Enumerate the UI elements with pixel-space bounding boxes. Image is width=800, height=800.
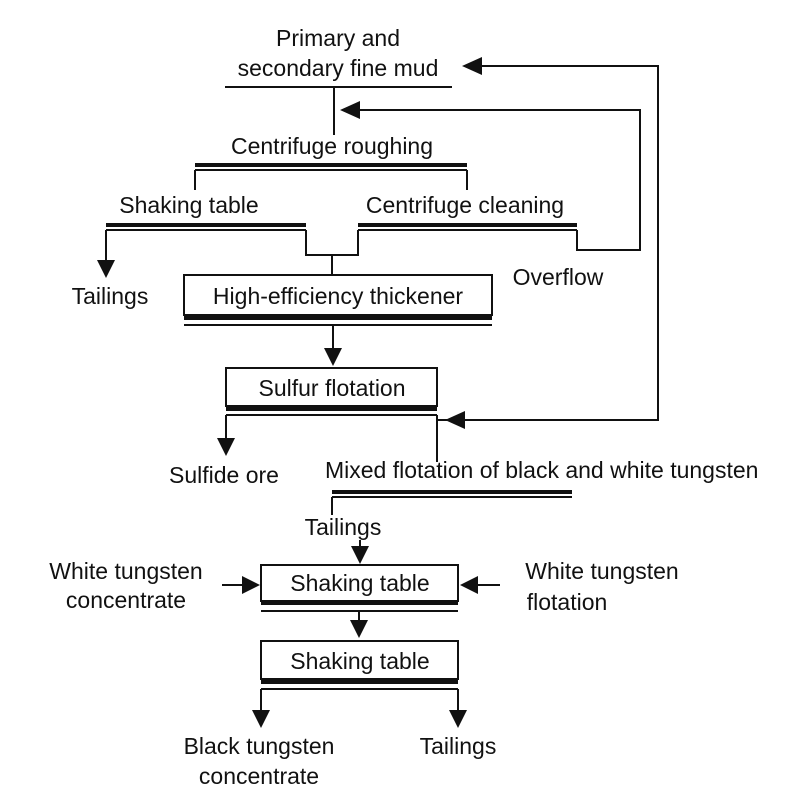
centrifuge-roughing-bar bbox=[195, 163, 467, 167]
black-concentrate-label-line1: Black tungsten bbox=[183, 733, 335, 759]
to-sulfur-arrow bbox=[324, 348, 342, 366]
to-shaking-2-arrow bbox=[351, 546, 369, 564]
sulfur-recycle-arrow bbox=[445, 411, 465, 429]
overflow-label: Overflow bbox=[512, 264, 604, 290]
tailings-2-label: Tailings bbox=[304, 514, 382, 540]
sulfur-flotation-bar bbox=[226, 406, 437, 411]
feed-label-line1: Primary and bbox=[276, 25, 400, 51]
tailings-3-arrow bbox=[449, 710, 467, 728]
white-flotation-label-line1: White tungsten bbox=[525, 558, 679, 584]
white-flotation-label-line2: flotation bbox=[526, 589, 608, 615]
centrifuge-roughing-label: Centrifuge roughing bbox=[230, 133, 434, 159]
shaking-table-2-bar bbox=[261, 601, 458, 605]
white-concentrate-arrow bbox=[242, 576, 260, 594]
to-thickener-connector bbox=[305, 230, 359, 256]
centrifuge-cleaning-bar bbox=[358, 223, 577, 227]
tailings-3-label: Tailings bbox=[419, 733, 497, 759]
feed-label-line2: secondary fine mud bbox=[237, 55, 439, 81]
mixed-flotation-bar bbox=[332, 490, 572, 494]
black-concentrate-arrow bbox=[252, 710, 270, 728]
shaking-table-1-bar bbox=[106, 223, 306, 227]
overflow-recycle-arrow bbox=[340, 101, 360, 119]
shaking-table-3-bar bbox=[261, 679, 458, 684]
shaking-table-2-box bbox=[260, 564, 459, 602]
to-shaking-3-arrow bbox=[350, 620, 368, 638]
white-concentrate-label-line1: White tungsten bbox=[49, 558, 203, 584]
sulfur-flotation-label: Sulfur flotation bbox=[258, 375, 406, 401]
shaking-table-1-label: Shaking table bbox=[119, 192, 259, 218]
centrifuge-cleaning-label: Centrifuge cleaning bbox=[365, 192, 565, 218]
thickener-bar bbox=[184, 315, 492, 320]
shaking-table-3-label: Shaking table bbox=[290, 648, 430, 674]
outer-recycle-line bbox=[437, 65, 659, 421]
shaking-table-2-label: Shaking table bbox=[290, 570, 430, 596]
white-concentrate-label-line2: concentrate bbox=[65, 587, 187, 613]
mixed-flotation-label: Mixed flotation of black and white tungs… bbox=[325, 457, 759, 483]
outer-recycle-arrow bbox=[462, 57, 482, 75]
thickener-label: High-efficiency thickener bbox=[212, 283, 464, 309]
black-concentrate-label-line2: concentrate bbox=[198, 763, 320, 789]
white-flotation-arrow bbox=[460, 576, 478, 594]
overflow-recycle-line bbox=[360, 109, 641, 251]
tailings-1-arrow bbox=[97, 260, 115, 278]
tailings-1-label: Tailings bbox=[71, 283, 149, 309]
thickener-box bbox=[183, 274, 493, 316]
sulfide-arrow bbox=[217, 438, 235, 456]
sulfide-ore-label: Sulfide ore bbox=[169, 462, 279, 488]
